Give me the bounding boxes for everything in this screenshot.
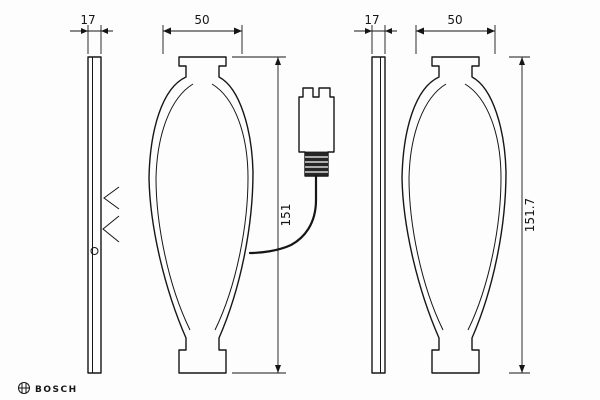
dimension-left-pad-width: 50 xyxy=(162,13,243,54)
sensor-wire xyxy=(248,174,318,255)
dimension-left-thickness: 17 xyxy=(70,13,113,54)
dimension-right-thickness: 17 xyxy=(354,13,397,54)
right-backplate-side-view xyxy=(371,56,386,374)
arrowhead xyxy=(365,28,372,34)
wear-indicator-sensor xyxy=(248,87,335,255)
dimension-label: 17 xyxy=(364,13,379,27)
friction-contour-right xyxy=(464,83,502,331)
brand-name: BOSCH xyxy=(35,385,78,395)
arrowhead xyxy=(487,27,495,35)
arrowhead xyxy=(416,27,424,35)
friction-contour-right xyxy=(211,83,249,331)
brand-logo: BOSCH xyxy=(18,382,78,395)
mounting-hole xyxy=(90,247,99,255)
retaining-clip-upper xyxy=(103,186,120,210)
backplate-outline xyxy=(371,56,386,374)
arrowhead xyxy=(519,365,525,373)
bosch-armature-icon xyxy=(18,382,30,394)
arrowhead xyxy=(519,57,525,65)
dimension-label: 50 xyxy=(447,13,462,27)
backplate-outline xyxy=(87,56,102,374)
left-backplate-side-view xyxy=(87,56,120,374)
dimension-right-pad-width: 50 xyxy=(415,13,496,54)
dimension-label: 151 xyxy=(279,204,293,227)
dimension-label: 151.7 xyxy=(523,198,537,232)
dimension-label: 17 xyxy=(80,13,95,27)
left-pad-front-view xyxy=(148,56,254,374)
arrowhead xyxy=(234,27,242,35)
dimension-left-pad-height: 151 xyxy=(232,56,293,374)
dimension-right-pad-height: 151.7 xyxy=(509,56,537,374)
pad-outline xyxy=(148,56,254,374)
pad-outline xyxy=(401,56,507,374)
arrowhead xyxy=(275,57,281,65)
friction-contour-left xyxy=(155,83,194,331)
arrowhead xyxy=(81,28,88,34)
friction-contour-left xyxy=(408,83,447,331)
arrowhead xyxy=(385,28,392,34)
arrowhead xyxy=(275,365,281,373)
right-pad-front-view xyxy=(401,56,507,374)
dimension-label: 50 xyxy=(194,13,209,27)
arrowhead xyxy=(163,27,171,35)
arrowhead xyxy=(101,28,108,34)
retaining-clip-lower xyxy=(102,215,120,243)
